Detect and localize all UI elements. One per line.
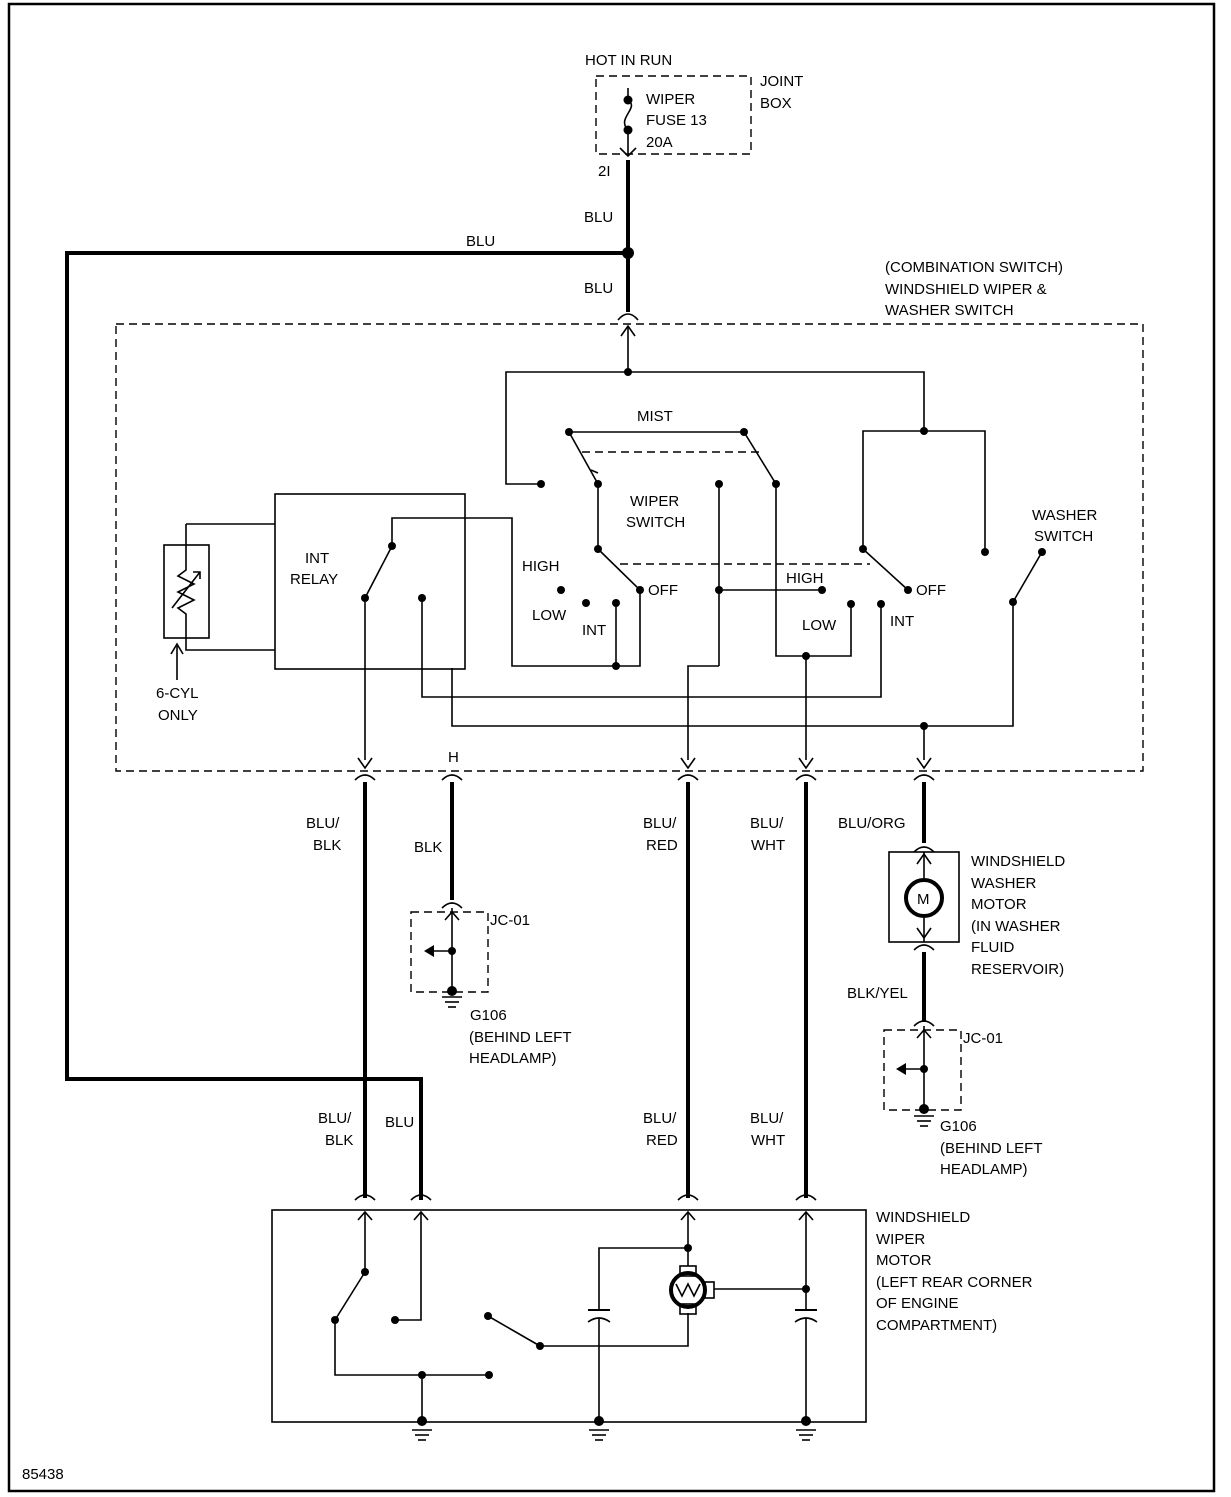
wire-color-label: BLU/ (318, 1110, 352, 1127)
int-relay-label: RELAY (290, 571, 338, 588)
position-label: INT (582, 622, 606, 639)
wire-color-label: BLU (466, 233, 495, 250)
g106-label: (BEHIND LEFT (940, 1140, 1043, 1157)
washer-motor-label: (IN WASHER (971, 918, 1061, 935)
pin-label: 2I (598, 163, 611, 180)
washer-motor-label: WINDSHIELD (971, 853, 1065, 870)
mist-label: MIST (637, 408, 673, 425)
wiper-motor-assembly (271, 1194, 867, 1441)
washer-motor-label: FLUID (971, 939, 1015, 956)
washer-switch-label: WASHER (1032, 507, 1097, 524)
wiper-motor-label: MOTOR (876, 1252, 932, 1269)
wire-color-label: RED (646, 1132, 678, 1149)
g106-label: (BEHIND LEFT (469, 1029, 572, 1046)
wiper-motor-label: (LEFT REAR CORNER (876, 1274, 1033, 1291)
g106-label: G106 (470, 1007, 507, 1024)
pin-label: H (448, 749, 459, 766)
feed-wires (65, 160, 639, 1200)
wire-color-label: BLU/ORG (838, 815, 906, 832)
switch-connectors (354, 757, 935, 781)
wiper-motor-label: WIPER (876, 1231, 925, 1248)
six-cyl-label: ONLY (158, 707, 198, 724)
fuse-label: 20A (646, 134, 673, 151)
wiper-motor-label: WINDSHIELD (876, 1209, 970, 1226)
combination-switch-label: WASHER SWITCH (885, 302, 1014, 319)
fuse-label: FUSE 13 (646, 112, 707, 129)
position-label: OFF (648, 582, 678, 599)
motor-symbol: M (917, 891, 930, 908)
combination-switch-box (115, 323, 1144, 772)
joint-box-label: JOINT (760, 73, 803, 90)
wire-color-label: BLU (385, 1114, 414, 1131)
jc01-label: JC-01 (963, 1030, 1003, 1047)
position-label: HIGH (522, 558, 560, 575)
washer-motor-label: MOTOR (971, 896, 1027, 913)
wire-color-label: BLK (414, 839, 442, 856)
jc01-label: JC-01 (490, 912, 530, 929)
hot-in-run-label: HOT IN RUN (585, 52, 672, 69)
g106-label: HEADLAMP) (469, 1050, 557, 1067)
joint-box (595, 75, 752, 158)
wiper-motor-label: COMPARTMENT) (876, 1317, 997, 1334)
wire-color-label: BLU/ (306, 815, 340, 832)
wire-color-label: BLU (584, 209, 613, 226)
combination-switch-label: (COMBINATION SWITCH) (885, 259, 1063, 276)
joint-box-label: BOX (760, 95, 792, 112)
junction-connector-right (883, 1020, 962, 1127)
wire-color-label: BLU/ (750, 815, 784, 832)
g106-label: HEADLAMP) (940, 1161, 1028, 1178)
int-relay (274, 493, 466, 760)
washer-motor-label: RESERVOIR) (971, 961, 1064, 978)
wiper-switch-label: WIPER (630, 493, 679, 510)
wire-color-label: BLU/ (643, 1110, 677, 1127)
washer-switch-label: SWITCH (1034, 528, 1093, 545)
page-frame (7, 2, 1216, 1493)
wire-color-label: BLU (584, 280, 613, 297)
wire-color-label: BLK/YEL (847, 985, 908, 1002)
position-label: LOW (802, 617, 837, 634)
wire-color-label: BLU/ (643, 815, 677, 832)
wire-color-label: BLK (313, 837, 341, 854)
wire-color-label: WHT (751, 1132, 785, 1149)
combination-switch-label: WINDSHIELD WIPER & (885, 281, 1047, 298)
wiper-motor-label: OF ENGINE (876, 1295, 959, 1312)
six-cyl-label: 6-CYL (156, 685, 199, 702)
position-label: OFF (916, 582, 946, 599)
position-label: LOW (532, 607, 567, 624)
wire-color-label: BLK (325, 1132, 353, 1149)
position-label: HIGH (786, 570, 824, 587)
wire-color-label: BLU/ (750, 1110, 784, 1127)
figure-id: 85438 (22, 1466, 64, 1483)
washer-motor-label: WASHER (971, 875, 1036, 892)
wire-color-label: RED (646, 837, 678, 854)
fuse-label: WIPER (646, 91, 695, 108)
switch-internal-wiring (391, 324, 1046, 760)
int-relay-label: INT (305, 550, 329, 567)
harness-wires (363, 782, 926, 1198)
wire-color-label: WHT (751, 837, 785, 854)
washer-motor (888, 846, 960, 951)
position-label: INT (890, 613, 914, 630)
variable-resistor (163, 523, 275, 680)
junction-connector-left (410, 902, 489, 1008)
g106-label: G106 (940, 1118, 977, 1135)
wiper-switch-label: SWITCH (626, 514, 685, 531)
